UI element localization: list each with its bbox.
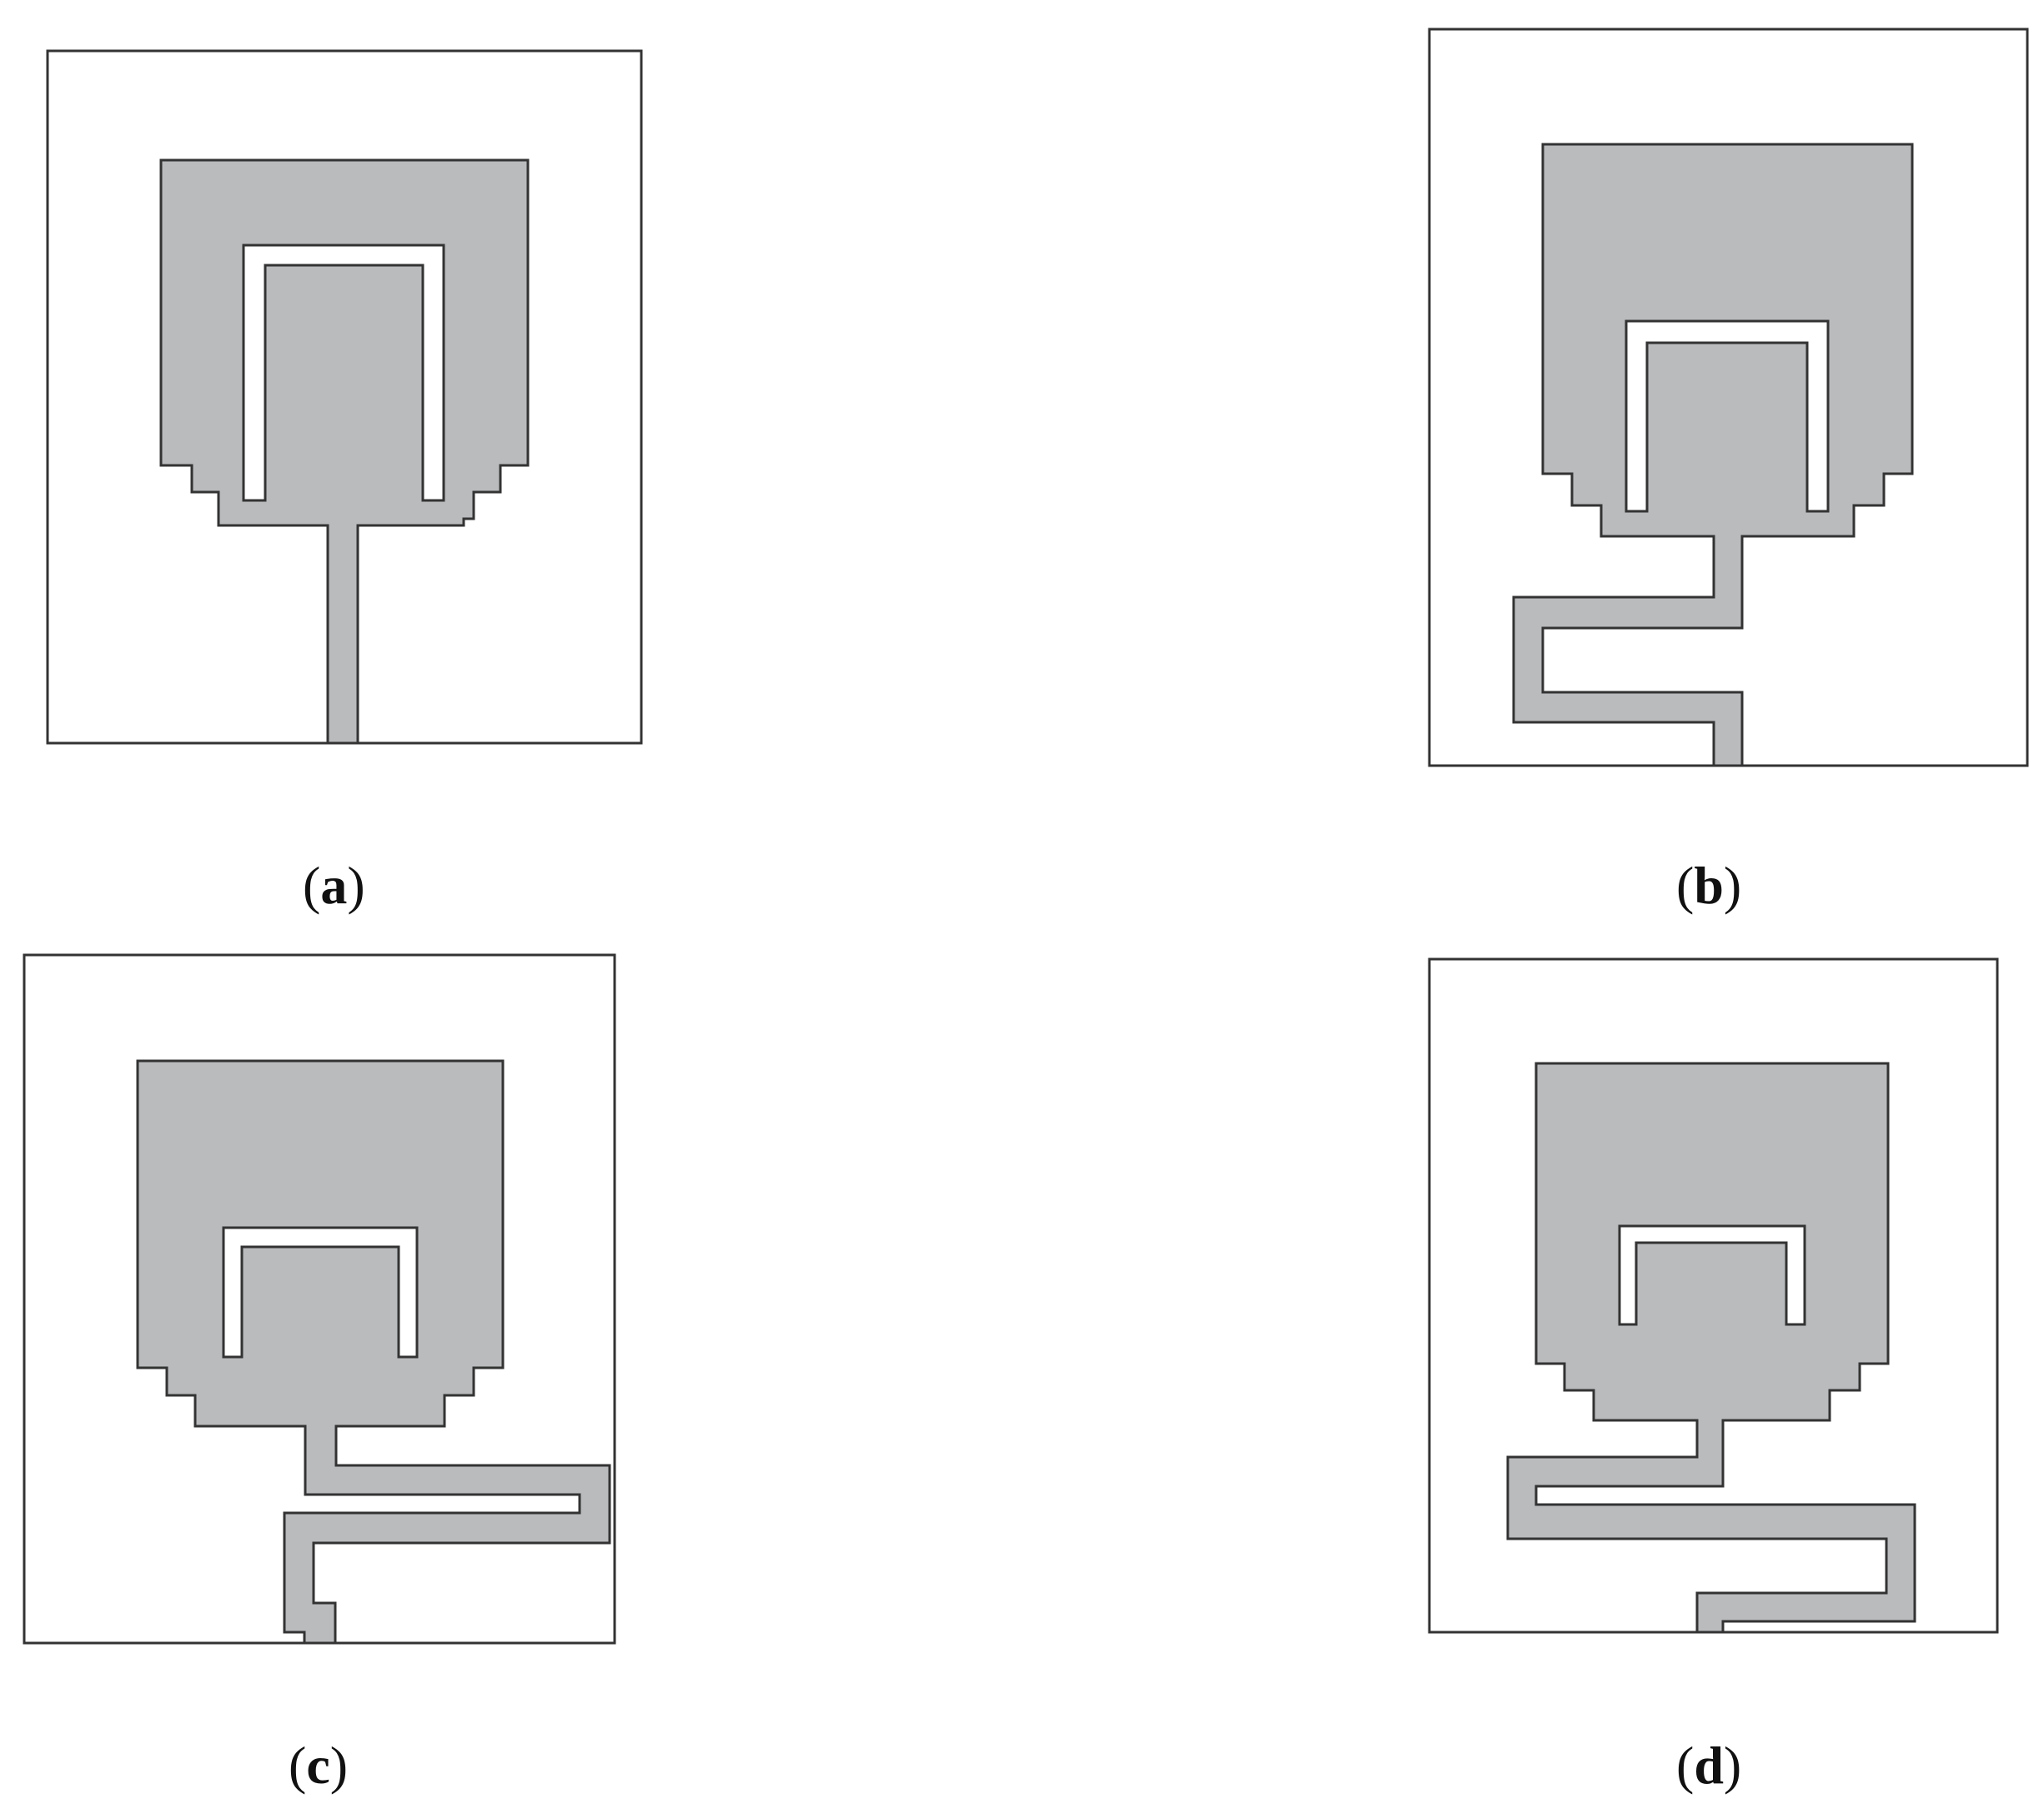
caption-d-open: ( — [1676, 1736, 1695, 1795]
caption-a: (a) — [303, 859, 365, 912]
caption-a-close: ) — [347, 856, 365, 915]
caption-b-close: ) — [1723, 856, 1742, 915]
caption-c: (c) — [289, 1739, 348, 1792]
panel-c — [23, 953, 616, 1645]
caption-c-open: ( — [289, 1736, 307, 1795]
caption-a-letter: a — [320, 856, 348, 915]
caption-d-letter: d — [1694, 1736, 1724, 1795]
panel-d — [1428, 957, 1999, 1634]
patch-b — [1512, 143, 1914, 767]
caption-c-close: ) — [329, 1736, 349, 1795]
panel-a — [46, 49, 643, 745]
caption-b-letter: b — [1694, 856, 1724, 915]
patch-d — [1506, 1062, 1916, 1634]
caption-b-open: ( — [1676, 856, 1695, 915]
patch-a — [159, 158, 530, 745]
patch-c — [136, 1059, 611, 1645]
caption-d-close: ) — [1723, 1736, 1742, 1795]
caption-b: (b) — [1676, 859, 1741, 912]
caption-d: (d) — [1676, 1739, 1741, 1792]
caption-c-letter: c — [306, 1736, 330, 1795]
caption-a-open: ( — [303, 856, 321, 915]
panel-b — [1428, 28, 2029, 767]
